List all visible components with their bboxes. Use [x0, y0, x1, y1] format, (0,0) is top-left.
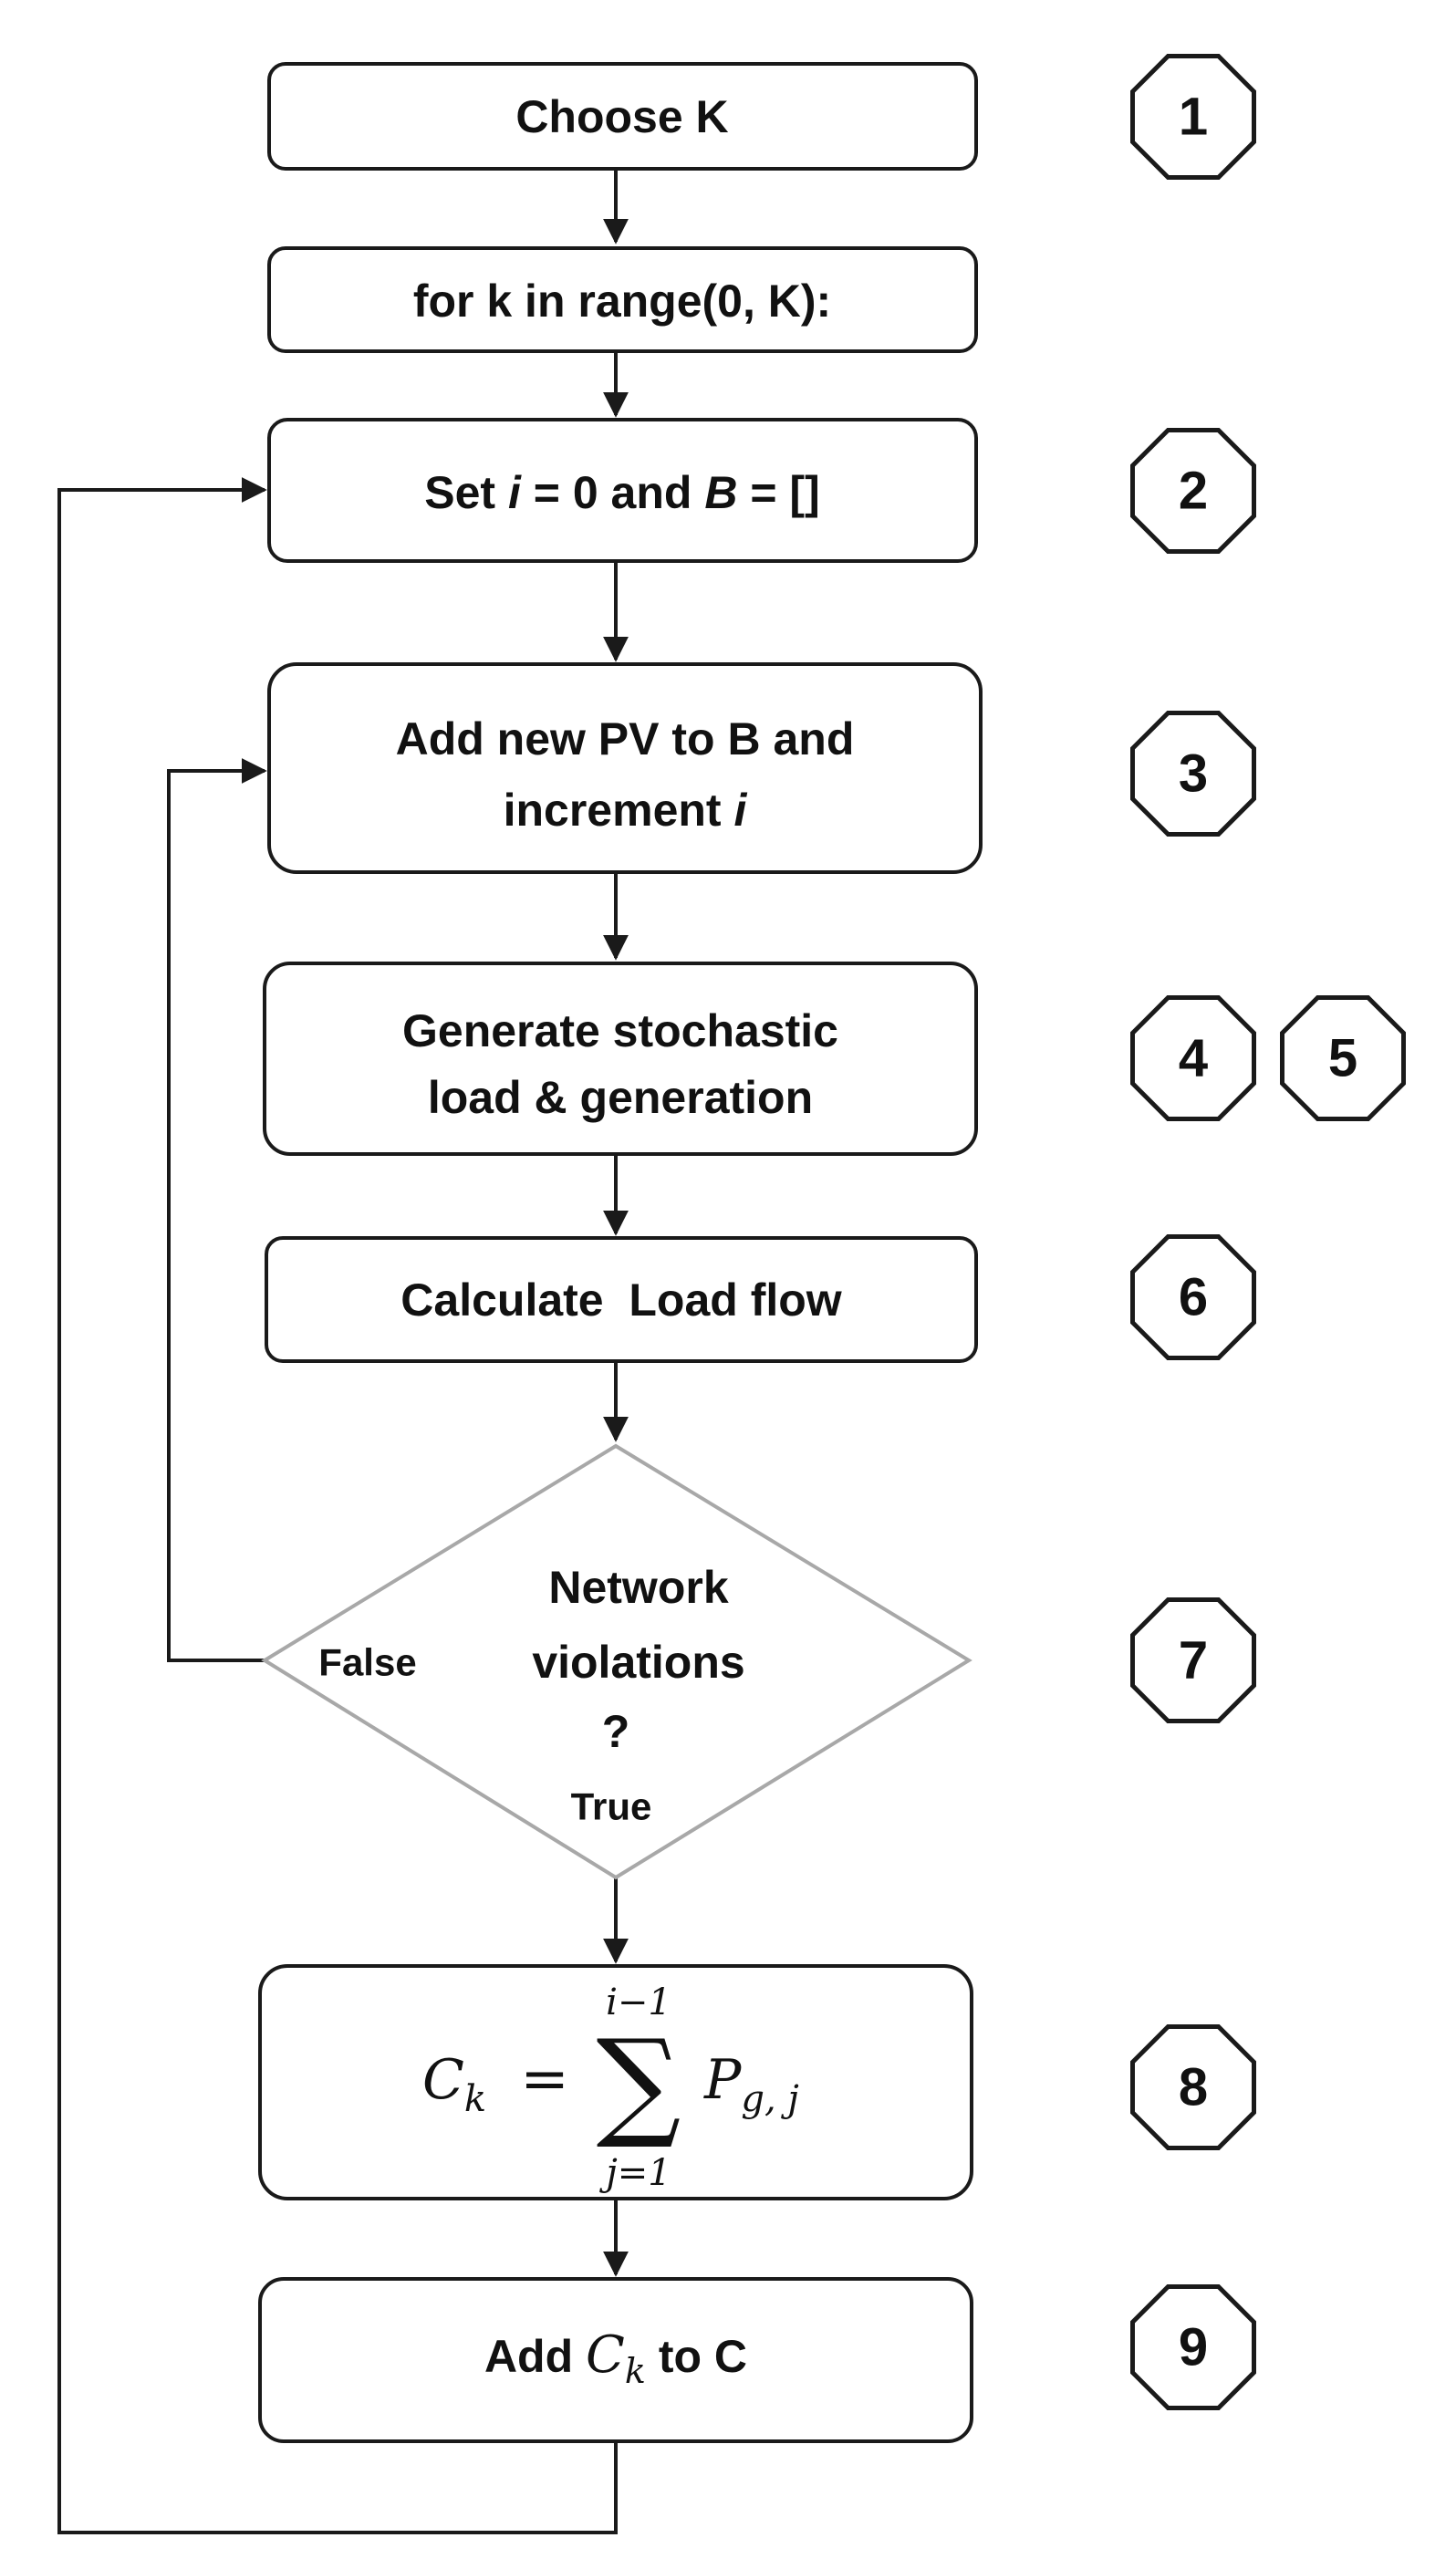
step-marker-label: 3: [1179, 744, 1208, 804]
step-marker-octagon: [1130, 2284, 1256, 2410]
step-set-init: Set i = 0 and B = []: [267, 418, 978, 563]
var-b: B: [704, 467, 737, 518]
formula-equals: =: [520, 2045, 569, 2113]
step-generate: Generate stochastic load & generation: [263, 962, 978, 1156]
step-marker-label: 8: [1179, 2058, 1208, 2117]
step-sum-formula: Ck = ∑ i−1 j=1 Pg, j: [258, 1964, 973, 2200]
step-marker-octagon: [1280, 995, 1406, 1121]
branch-false-label: False: [318, 1641, 416, 1684]
step-marker-9: 9: [1130, 2284, 1256, 2410]
arrow-outer-loop: [57, 477, 618, 2534]
step-load-flow-label: Calculate Load flow: [400, 1274, 842, 1326]
step-marker-octagon: [1130, 1234, 1256, 1360]
step-marker-1: 1: [1130, 54, 1256, 180]
step-set-init-label: Set i = 0 and B = []: [424, 467, 819, 518]
step-generate-line2: load & generation: [428, 1072, 813, 1123]
step-markers: 1 2 3 4 5 6 7 8 9: [1130, 54, 1406, 2410]
connectors: [57, 169, 629, 2534]
branch-true-label: True: [571, 1785, 652, 1828]
step-marker-4: 4: [1130, 995, 1256, 1121]
var-i: i: [508, 467, 522, 518]
step-marker-3: 3: [1130, 711, 1256, 837]
step-marker-label: 4: [1179, 1029, 1208, 1088]
step-marker-octagon: [1130, 428, 1256, 554]
sigma-symbol: ∑: [597, 2013, 681, 2152]
step-for-loop: for k in range(0, K):: [267, 246, 978, 353]
step-marker-2: 2: [1130, 428, 1256, 554]
step-marker-octagon: [1130, 995, 1256, 1121]
step-marker-5: 5: [1280, 995, 1406, 1121]
step-marker-octagon: [1130, 711, 1256, 837]
sum-lower-limit: j=1: [598, 2152, 671, 2194]
step-load-flow: Calculate Load flow: [265, 1236, 978, 1363]
step-marker-label: 2: [1179, 462, 1208, 521]
step-choose-k: Choose K: [267, 62, 978, 171]
step-add-ck-label: Add Ck to C: [484, 2325, 747, 2391]
step-choose-k-label: Choose K: [515, 91, 728, 142]
step-for-loop-label: for k in range(0, K):: [413, 276, 831, 327]
arrow-decision-false-loop: [167, 758, 267, 1662]
step-marker-label: 1: [1179, 88, 1208, 147]
var-i: i: [733, 785, 747, 836]
step-marker-label: 9: [1179, 2318, 1208, 2377]
step-marker-label: 5: [1328, 1029, 1357, 1088]
sum-upper-limit: i−1: [606, 1981, 671, 2023]
step-marker-7: 7: [1130, 1597, 1256, 1723]
step-add-pv-line2: increment i: [504, 785, 748, 836]
decision-line2: violations: [532, 1637, 744, 1688]
step-marker-octagon: [1130, 1597, 1256, 1723]
decision-line3: ?: [602, 1706, 630, 1757]
decision-line1: Network: [548, 1562, 728, 1613]
step-generate-line1: Generate stochastic: [402, 1005, 838, 1056]
step-marker-8: 8: [1130, 2024, 1256, 2150]
step-marker-octagon: [1130, 54, 1256, 180]
step-add-ck: Add Ck to C: [258, 2277, 973, 2443]
step-marker-label: 7: [1179, 1631, 1208, 1690]
formula-term: Pg, j: [703, 2048, 799, 2120]
step-marker-6: 6: [1130, 1234, 1256, 1360]
formula-lhs: Ck: [422, 2048, 486, 2120]
decision-network-violations: Network violations ? False True: [261, 1443, 972, 1880]
step-marker-label: 6: [1179, 1268, 1208, 1327]
step-marker-octagon: [1130, 2024, 1256, 2150]
step-add-pv-line1: Add new PV to B and: [396, 713, 855, 764]
step-add-pv: Add new PV to B and increment i: [267, 662, 983, 874]
